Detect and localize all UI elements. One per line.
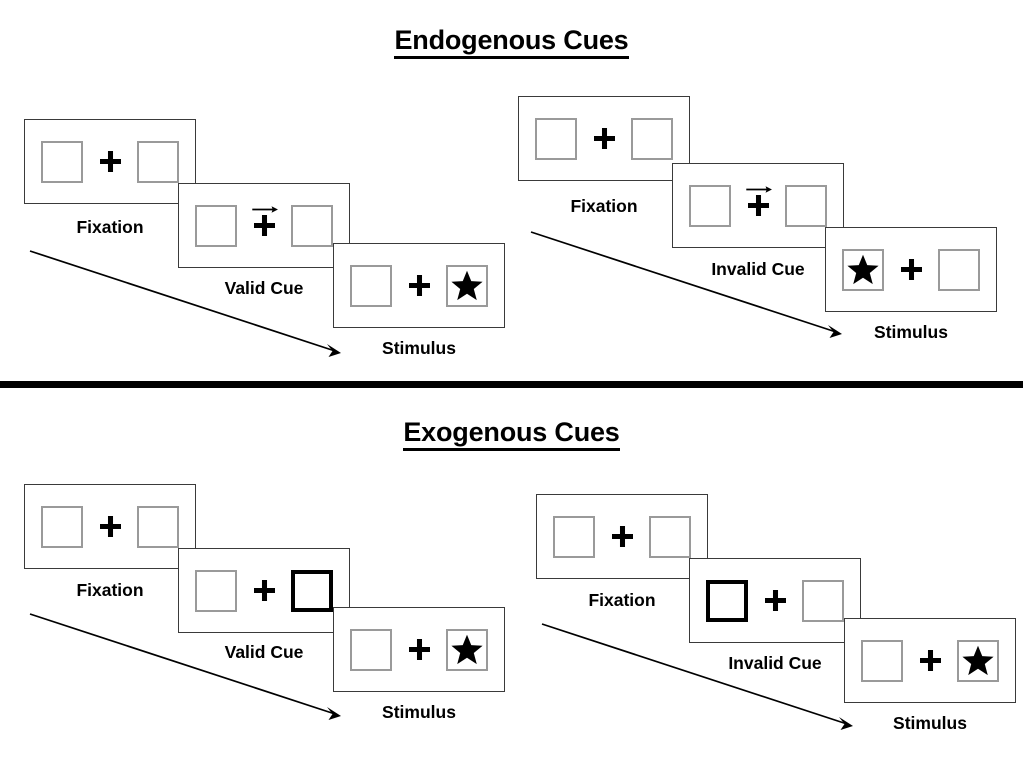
star-icon xyxy=(962,645,994,675)
label-exogenous-valid-cue: Valid Cue xyxy=(224,642,304,662)
label-endogenous-invalid-cue: Invalid Cue xyxy=(711,259,805,279)
label-endogenous-invalid-fixation: Fixation xyxy=(570,196,638,216)
fixation-cross-slot xyxy=(898,249,924,291)
plus-icon xyxy=(408,275,430,296)
fixation-cross-slot xyxy=(591,118,617,160)
box-right xyxy=(785,184,827,227)
box-left xyxy=(535,117,577,160)
label-exogenous-valid-fixation: Fixation xyxy=(76,580,144,600)
box-left xyxy=(41,505,83,548)
plus-icon xyxy=(747,195,769,216)
panel-exogenous-invalid-fixation xyxy=(536,494,708,579)
right-arrow-icon xyxy=(252,205,278,213)
fixation-cross-slot xyxy=(406,629,432,671)
panel-exogenous-valid-cue xyxy=(178,548,350,633)
plus-icon xyxy=(593,128,615,149)
fixation-cross-slot xyxy=(97,506,123,548)
label-exogenous-invalid-cue: Invalid Cue xyxy=(728,653,822,673)
box-left xyxy=(350,628,392,671)
fixation-cross-slot xyxy=(609,516,635,558)
plus-icon xyxy=(99,516,121,537)
fixation-cross-slot xyxy=(251,570,277,612)
time-arrow-icon xyxy=(541,623,853,730)
plus-icon xyxy=(900,259,922,280)
box-left-cue xyxy=(706,579,748,622)
fixation-cross-slot xyxy=(97,141,123,183)
panel-endogenous-invalid-fixation xyxy=(518,96,690,181)
box-right xyxy=(137,140,179,183)
section-title-endogenous: Endogenous Cues xyxy=(0,25,1023,59)
box-right xyxy=(291,204,333,247)
box-left xyxy=(195,204,237,247)
section-divider xyxy=(0,381,1023,388)
box-left xyxy=(41,140,83,183)
box-right-cue xyxy=(291,569,333,612)
right-arrow-icon xyxy=(746,185,772,193)
label-exogenous-valid-stimulus: Stimulus xyxy=(382,702,456,722)
box-left xyxy=(553,515,595,558)
time-arrow-icon xyxy=(29,613,341,720)
plus-icon xyxy=(919,650,941,671)
box-right xyxy=(649,515,691,558)
box-right xyxy=(137,505,179,548)
label-exogenous-invalid-fixation: Fixation xyxy=(588,590,656,610)
panel-exogenous-valid-fixation xyxy=(24,484,196,569)
plus-icon xyxy=(611,526,633,547)
time-arrow-icon xyxy=(530,231,842,338)
box-right-target xyxy=(957,639,999,682)
fixation-cross-slot xyxy=(745,185,772,227)
fixation-cross-slot xyxy=(917,640,943,682)
box-left xyxy=(689,184,731,227)
box-left xyxy=(350,264,392,307)
section-title-exogenous: Exogenous Cues xyxy=(0,417,1023,451)
plus-icon xyxy=(99,151,121,172)
plus-icon xyxy=(253,580,275,601)
label-endogenous-valid-cue: Valid Cue xyxy=(224,278,304,298)
panel-endogenous-valid-stimulus xyxy=(333,243,505,328)
plus-icon xyxy=(253,215,275,236)
label-endogenous-valid-fixation: Fixation xyxy=(76,217,144,237)
box-right xyxy=(631,117,673,160)
star-icon xyxy=(847,254,879,284)
plus-icon xyxy=(764,590,786,611)
label-exogenous-invalid-stimulus: Stimulus xyxy=(893,713,967,733)
label-endogenous-invalid-stimulus: Stimulus xyxy=(874,322,948,342)
box-right-target xyxy=(446,628,488,671)
section-title-exogenous-text: Exogenous Cues xyxy=(403,417,620,451)
box-left xyxy=(861,639,903,682)
panel-exogenous-valid-stimulus xyxy=(333,607,505,692)
time-arrow-icon xyxy=(29,250,341,357)
box-right xyxy=(802,579,844,622)
box-right xyxy=(938,248,980,291)
box-right-target xyxy=(446,264,488,307)
star-icon xyxy=(451,634,483,664)
panel-exogenous-invalid-stimulus xyxy=(844,618,1016,703)
star-icon xyxy=(451,270,483,300)
plus-icon xyxy=(408,639,430,660)
panel-endogenous-invalid-cue xyxy=(672,163,844,248)
fixation-cross-slot xyxy=(406,265,432,307)
box-left-target xyxy=(842,248,884,291)
label-endogenous-valid-stimulus: Stimulus xyxy=(382,338,456,358)
panel-endogenous-valid-cue xyxy=(178,183,350,268)
panel-endogenous-valid-fixation xyxy=(24,119,196,204)
section-title-endogenous-text: Endogenous Cues xyxy=(394,25,629,59)
fixation-cross-slot xyxy=(251,205,278,247)
fixation-cross-slot xyxy=(762,580,788,622)
panel-exogenous-invalid-cue xyxy=(689,558,861,643)
box-left xyxy=(195,569,237,612)
panel-endogenous-invalid-stimulus xyxy=(825,227,997,312)
